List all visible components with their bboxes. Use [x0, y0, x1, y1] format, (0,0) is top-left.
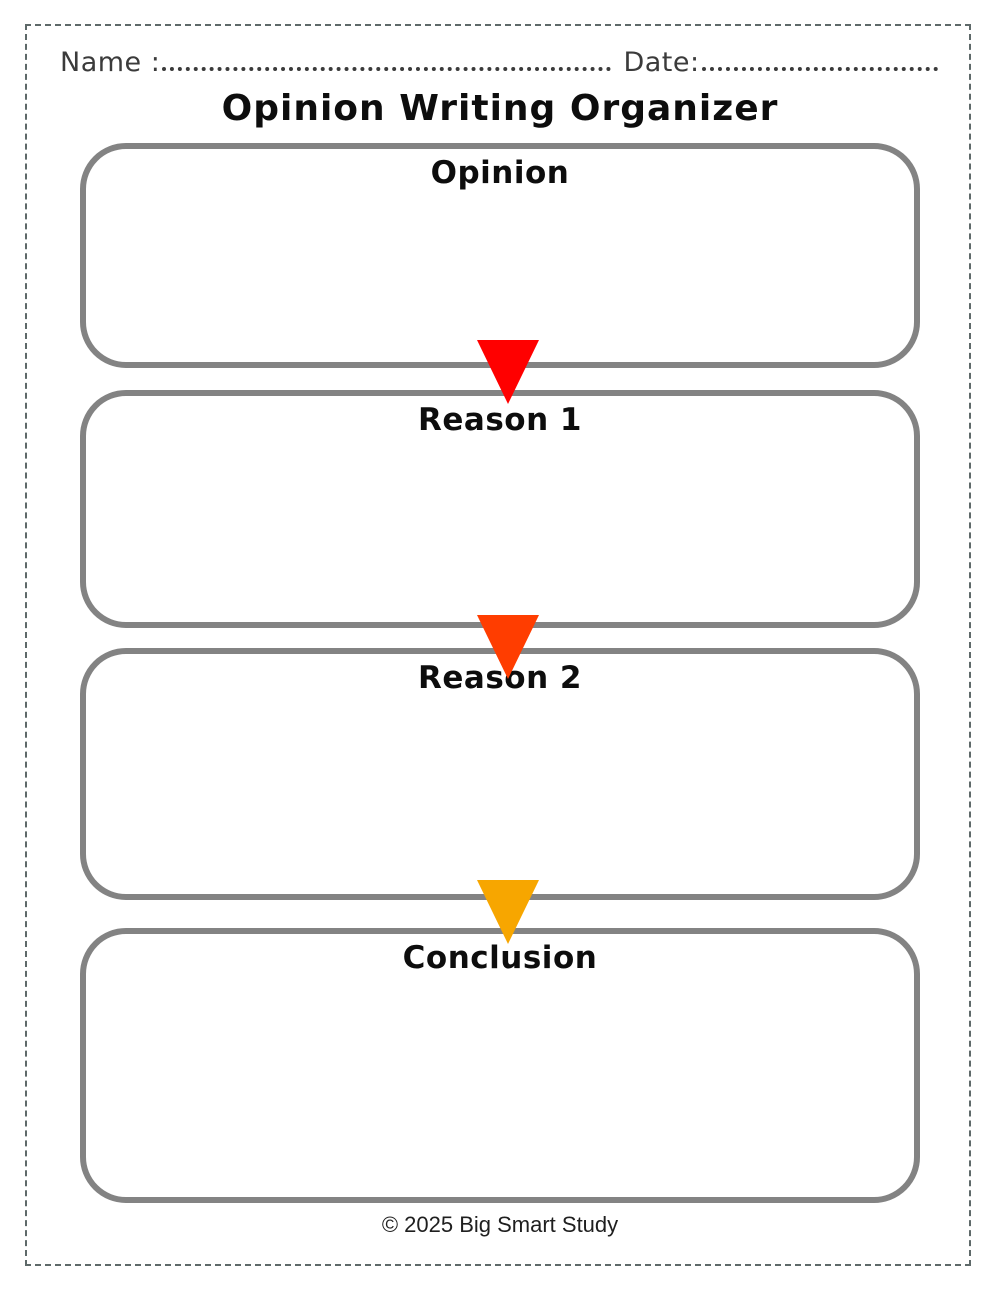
date-fill-line [701, 66, 938, 71]
reason-1-box-label: Reason 1 [418, 402, 582, 438]
name-fill-line [162, 66, 612, 71]
reason-1-box: Reason 1 [80, 390, 920, 628]
name-label: Name : [60, 47, 161, 78]
date-label: Date: [623, 47, 700, 78]
opinion-box: Opinion [80, 143, 920, 368]
opinion-box-label: Opinion [430, 155, 570, 191]
down-arrow-icon [477, 340, 539, 404]
opinion-writing-area [86, 191, 914, 354]
down-arrow-icon [477, 880, 539, 944]
conclusion-box: Conclusion [80, 928, 920, 1203]
conclusion-box-label: Conclusion [402, 940, 598, 976]
conclusion-writing-area [86, 976, 914, 1189]
name-date-row: Name : Date: [60, 48, 940, 78]
down-arrow-icon [477, 615, 539, 679]
copyright-text: © 2025 Big Smart Study [381, 1212, 619, 1237]
page-title: Opinion Writing Organizer [221, 88, 779, 129]
reason-1-writing-area [86, 438, 914, 614]
reason-2-box: Reason 2 [80, 648, 920, 900]
reason-2-writing-area [86, 696, 914, 886]
